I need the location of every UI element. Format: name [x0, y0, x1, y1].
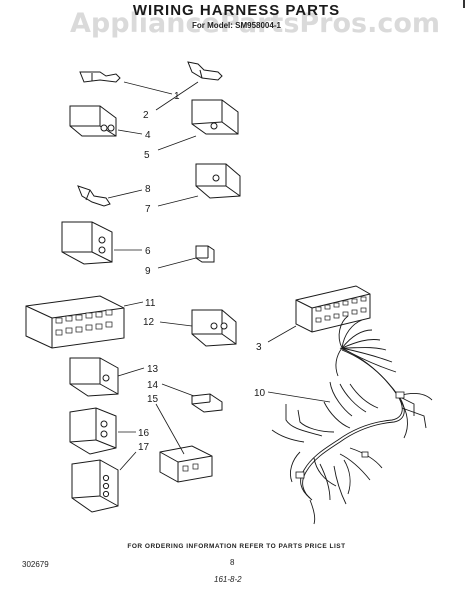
callout-8: 8	[145, 184, 151, 195]
part-11-connector: 11	[25, 295, 156, 349]
callout-10: 10	[254, 388, 266, 399]
part-10-wiring-harness: 10	[254, 315, 433, 525]
part-1-terminal: 1	[79, 71, 180, 102]
callout-2: 2	[143, 110, 149, 121]
page-title: WIRING HARNESS PARTS	[132, 2, 341, 19]
part-16-housing: 16	[69, 407, 150, 455]
callout-5: 5	[144, 150, 150, 161]
part-7-housing: 7	[145, 163, 241, 215]
part-15-connector: 15	[147, 394, 213, 483]
callout-4: 4	[145, 130, 151, 141]
callout-12: 12	[143, 317, 155, 328]
edge-mark	[463, 0, 465, 8]
part-12-housing: 12	[143, 309, 237, 347]
callout-1: 1	[174, 91, 180, 102]
callout-17: 17	[138, 442, 150, 453]
callout-6: 6	[145, 246, 151, 257]
model-subtitle: For Model: SM958004-1	[192, 21, 281, 30]
watermark: AppliancePartsPros.com	[70, 8, 441, 39]
part-2-terminal: 2	[143, 61, 223, 121]
callout-9: 9	[145, 266, 151, 277]
part-6-housing: 6	[61, 221, 151, 265]
part-3-connector: 3	[256, 285, 371, 353]
drawing-code: 161-8-2	[214, 575, 242, 584]
callout-14: 14	[147, 380, 159, 391]
drawing-number: 302679	[22, 560, 49, 569]
part-17-housing: 17	[71, 442, 150, 513]
part-5-housing: 5	[144, 99, 239, 161]
callout-16: 16	[138, 428, 150, 439]
part-8-terminal: 8	[77, 184, 151, 207]
ordering-note: FOR ORDERING INFORMATION REFER TO PARTS …	[127, 543, 346, 550]
callout-11: 11	[145, 298, 156, 309]
part-4-housing: 4	[69, 105, 151, 141]
callout-15: 15	[147, 394, 159, 405]
callout-3: 3	[256, 342, 262, 353]
page-number: 8	[230, 558, 235, 567]
part-13-housing: 13	[69, 357, 159, 397]
callout-7: 7	[145, 204, 151, 215]
part-14-tape: 14	[147, 380, 223, 413]
part-9-block: 9	[145, 245, 215, 277]
callout-13: 13	[147, 364, 159, 375]
